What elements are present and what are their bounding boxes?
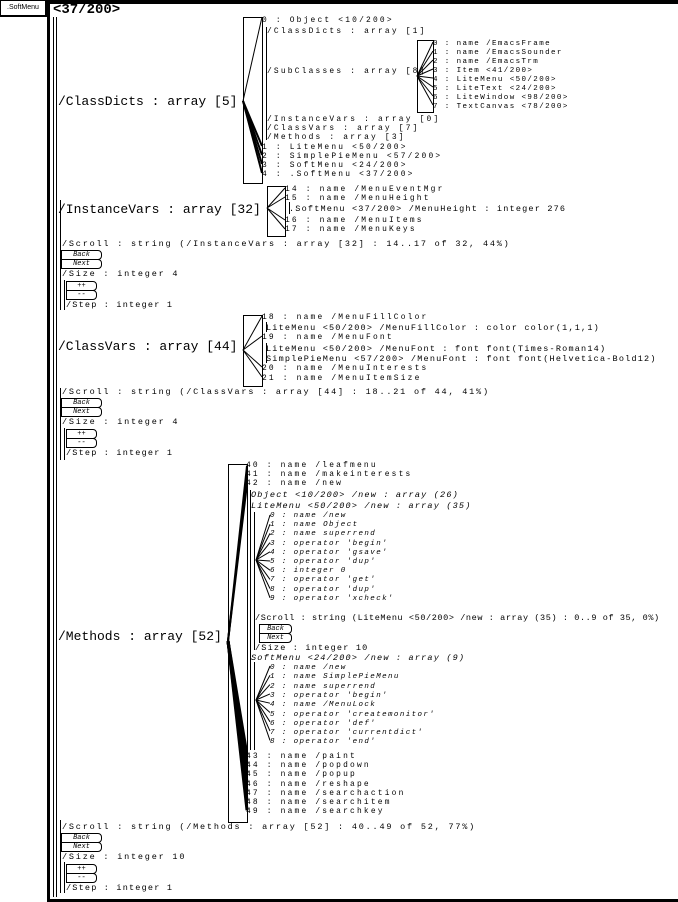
softmenu-new-item[interactable]: 4 : name /MenuLock bbox=[270, 701, 377, 710]
softmenu-new-item[interactable]: 1 : name SimplePieMenu bbox=[270, 673, 400, 682]
subclass-item[interactable]: 6 : LiteWindow <98/200> bbox=[433, 94, 569, 102]
scroll-value: /Scroll : string (/ClassVars : array [44… bbox=[62, 387, 490, 397]
subclass-item[interactable]: 1 : name /EmacsSounder bbox=[433, 49, 563, 57]
method-item[interactable]: 43 : name /paint bbox=[246, 752, 357, 761]
class-var-item[interactable]: LiteMenu <50/200> /MenuFont : font font(… bbox=[266, 344, 607, 354]
methods-node[interactable]: /Methods : array [52] bbox=[58, 629, 222, 644]
step-value: /Step : integer 1 bbox=[66, 883, 174, 893]
instance-var-item[interactable]: 15 : name /MenuHeight bbox=[285, 194, 431, 203]
softmenu-new-item[interactable]: 0 : name /new bbox=[270, 664, 347, 672]
method-item[interactable]: 47 : name /searchaction bbox=[246, 788, 406, 798]
decrement-button[interactable]: -- bbox=[66, 438, 97, 448]
softmenu-new-node[interactable]: SoftMenu <24/200> /new : array (9) bbox=[251, 653, 466, 663]
class-var-item[interactable]: LiteMenu <50/200> /MenuFillColor : color… bbox=[266, 323, 600, 333]
step-value: /Step : integer 1 bbox=[66, 300, 174, 310]
class-var-item[interactable]: SimplePieMenu <57/200> /MenuFont : font … bbox=[266, 354, 657, 364]
class-vars-node[interactable]: /ClassVars : array [44] bbox=[58, 339, 238, 354]
litemenu-new-item[interactable]: 4 : operator 'gsave' bbox=[270, 548, 389, 557]
class-dicts-item[interactable]: /ClassVars : array [7] bbox=[267, 124, 420, 133]
class-dicts-item[interactable]: 3 : SoftMenu <24/200> bbox=[262, 161, 408, 170]
next-button[interactable]: Next bbox=[61, 407, 102, 417]
softmenu-new-item[interactable]: 7 : operator 'currentdict' bbox=[270, 729, 424, 738]
class-var-item[interactable]: 20 : name /MenuInterests bbox=[262, 364, 429, 373]
class-dicts-item[interactable]: /ClassDicts : array [1] bbox=[267, 27, 427, 36]
litemenu-new-item[interactable]: 1 : name Object bbox=[270, 521, 359, 530]
method-item[interactable]: 42 : name /new bbox=[246, 479, 344, 488]
instance-var-item[interactable]: .SoftMenu <37/200> /MenuHeight : integer… bbox=[289, 204, 567, 214]
litemenu-new-item[interactable]: 5 : operator 'dup' bbox=[270, 558, 377, 566]
next-button[interactable]: Next bbox=[61, 259, 102, 269]
litemenu-new-item[interactable]: 8 : operator 'dup' bbox=[270, 585, 377, 594]
size-value: /Size : integer 10 bbox=[255, 643, 369, 653]
subclass-item[interactable]: 2 : name /EmacsTrm bbox=[433, 58, 540, 66]
window-title: <37/200> bbox=[53, 2, 121, 18]
next-button[interactable]: Next bbox=[259, 633, 292, 643]
instance-var-item[interactable]: 17 : name /MenuKeys bbox=[285, 225, 417, 234]
class-dicts-item[interactable]: 2 : SimplePieMenu <57/200> bbox=[262, 152, 443, 161]
instance-var-item[interactable]: 14 : name /MenuEventMgr bbox=[285, 185, 445, 194]
method-item[interactable]: 40 : name /leafmenu bbox=[246, 461, 378, 470]
method-item[interactable]: 45 : name /popup bbox=[246, 770, 357, 780]
step-value: /Step : integer 1 bbox=[66, 448, 174, 458]
softmenu-new-item[interactable]: 8 : operator 'end' bbox=[270, 738, 377, 747]
class-dicts-node[interactable]: /ClassDicts : array [5] bbox=[58, 94, 238, 109]
class-dicts-item[interactable]: 4 : .SoftMenu <37/200> bbox=[262, 170, 415, 179]
class-dicts-item[interactable]: /InstanceVars : array [0] bbox=[267, 115, 441, 124]
scroll-value: /Scroll : string (/Methods : array [52] … bbox=[62, 822, 477, 832]
class-dicts-item[interactable]: /SubClasses : array [8] bbox=[267, 67, 427, 76]
class-dicts-item[interactable]: /Methods : array [3] bbox=[267, 133, 406, 142]
subclass-item[interactable]: 3 : Item <41/200> bbox=[433, 67, 534, 75]
subclass-item[interactable]: 5 : LiteText <24/200> bbox=[433, 85, 557, 93]
method-item[interactable]: 46 : name /reshape bbox=[246, 779, 371, 789]
scroll-value: /Scroll : string (LiteMenu <50/200> /new… bbox=[255, 613, 660, 623]
litemenu-new-item[interactable]: 0 : name /new bbox=[270, 512, 347, 520]
litemenu-new-item[interactable]: 3 : operator 'begin' bbox=[270, 539, 389, 548]
class-dicts-item[interactable]: 1 : LiteMenu <50/200> bbox=[262, 143, 408, 152]
litemenu-new-item[interactable]: 9 : operator 'xcheck' bbox=[270, 594, 394, 603]
softmenu-new-item[interactable]: 6 : operator 'def' bbox=[270, 719, 377, 728]
object-new-node[interactable]: Object <10/200> /new : array (26) bbox=[251, 490, 459, 500]
next-button[interactable]: Next bbox=[61, 842, 102, 852]
litemenu-new-item[interactable]: 6 : integer 0 bbox=[270, 567, 347, 576]
size-value: /Size : integer 10 bbox=[62, 852, 187, 862]
softmenu-tab[interactable]: .SoftMenu bbox=[0, 0, 47, 17]
method-item[interactable]: 44 : name /popdown bbox=[246, 761, 371, 771]
size-value: /Size : integer 4 bbox=[62, 269, 180, 279]
instance-var-item[interactable]: 16 : name /MenuItems bbox=[285, 216, 424, 225]
decrement-button[interactable]: -- bbox=[66, 290, 97, 300]
class-var-item[interactable]: 21 : name /MenuItemSize bbox=[262, 374, 422, 383]
method-item[interactable]: 49 : name /searchkey bbox=[246, 807, 385, 817]
litemenu-new-item[interactable]: 7 : operator 'get' bbox=[270, 576, 377, 585]
subclass-item[interactable]: 7 : TextCanvas <78/200> bbox=[433, 103, 569, 111]
class-var-item[interactable]: 18 : name /MenuFillColor bbox=[262, 313, 429, 322]
scroll-value: /Scroll : string (/InstanceVars : array … bbox=[62, 239, 511, 249]
softmenu-new-item[interactable]: 5 : operator 'createmonitor' bbox=[270, 710, 436, 719]
instance-vars-node[interactable]: /InstanceVars : array [32] bbox=[58, 202, 261, 217]
class-dicts-item[interactable]: 0 : Object <10/200> bbox=[262, 16, 394, 25]
subclass-item[interactable]: 0 : name /EmacsFrame bbox=[433, 40, 552, 48]
decrement-button[interactable]: -- bbox=[66, 873, 97, 883]
litemenu-new-item[interactable]: 2 : name superrend bbox=[270, 530, 377, 539]
method-item[interactable]: 48 : name /searchitem bbox=[246, 798, 392, 807]
softmenu-new-item[interactable]: 2 : name superrend bbox=[270, 682, 377, 691]
subclass-item[interactable]: 4 : LiteMenu <50/200> bbox=[433, 76, 557, 84]
class-var-item[interactable]: 19 : name /MenuFont bbox=[262, 333, 394, 342]
method-item[interactable]: 41 : name /makeinterests bbox=[246, 470, 413, 479]
litemenu-new-node[interactable]: LiteMenu <50/200> /new : array (35) bbox=[251, 501, 472, 511]
softmenu-new-item[interactable]: 3 : operator 'begin' bbox=[270, 691, 389, 700]
size-value: /Size : integer 4 bbox=[62, 417, 180, 427]
